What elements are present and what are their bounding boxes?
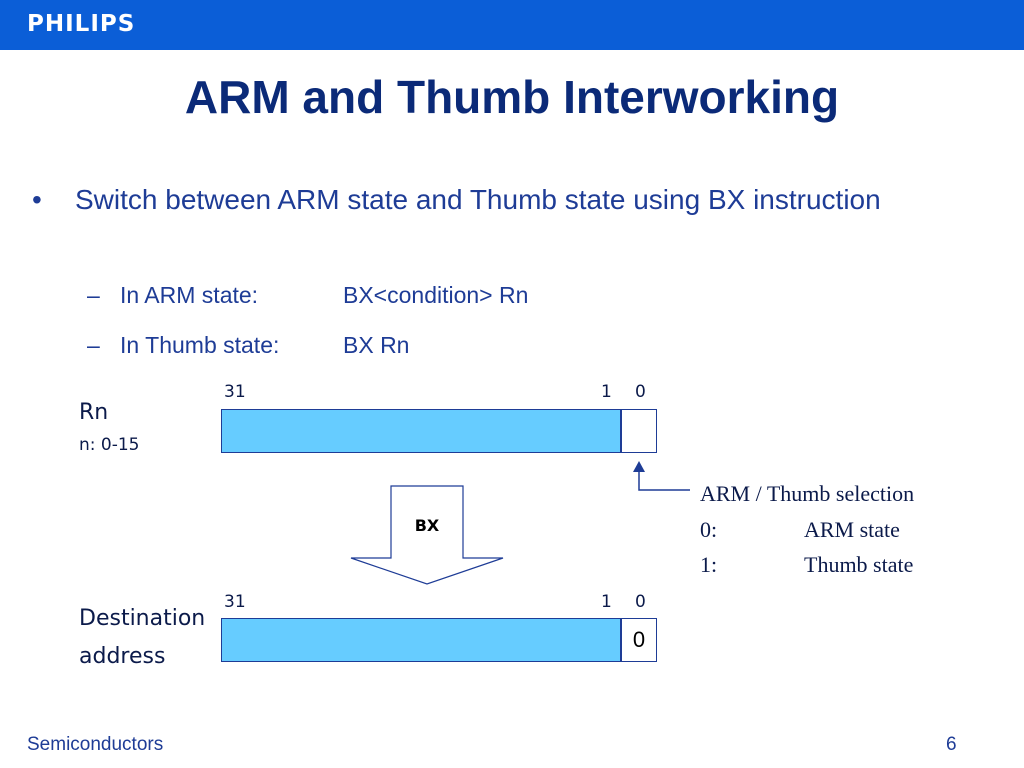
subitem-value: BX<condition> Rn xyxy=(343,282,529,308)
dest-label-line2: address xyxy=(79,644,166,669)
dest-register-bits xyxy=(221,618,621,662)
subitem-label: In ARM state: xyxy=(120,282,259,308)
rn-bit-1-label: 1 xyxy=(601,382,612,402)
rn-bit-0-cell xyxy=(621,409,657,453)
bx-label: BX xyxy=(414,516,440,535)
rn-label: Rn xyxy=(79,400,109,425)
selection-key-0: 0: xyxy=(700,517,718,542)
rn-bit-31-label: 31 xyxy=(224,382,246,402)
page-number: 6 xyxy=(946,734,957,755)
subitem-label: In Thumb state: xyxy=(120,332,280,358)
footer-division: Semiconductors xyxy=(27,734,164,755)
selection-value-0: ARM state xyxy=(804,517,900,542)
dest-label-line1: Destination xyxy=(79,606,206,631)
dest-bit-31-label: 31 xyxy=(224,592,246,612)
philips-logo: PHILIPS xyxy=(27,11,136,37)
bx-arrow-shape xyxy=(350,485,504,585)
dest-bit-1-label: 1 xyxy=(601,592,612,612)
selection-arrow-icon xyxy=(633,461,645,472)
rn-range-label: n: 0-15 xyxy=(79,435,140,455)
header-bar: PHILIPS xyxy=(0,0,1024,50)
selection-pointer-line xyxy=(638,470,690,491)
subitem-value: BX Rn xyxy=(343,332,410,358)
selection-value-1: Thumb state xyxy=(804,552,914,577)
dest-bit-0-label: 0 xyxy=(635,592,646,612)
bullet-marker: • xyxy=(32,184,42,215)
subitem-marker: – xyxy=(87,282,100,308)
selection-key-1: 1: xyxy=(700,552,718,577)
rn-register-bits xyxy=(221,409,621,453)
subitem-marker: – xyxy=(87,332,100,358)
dest-bit-0-cell: 0 xyxy=(621,618,657,662)
selection-heading: ARM / Thumb selection xyxy=(700,481,915,506)
bullet-text: Switch between ARM state and Thumb state… xyxy=(75,184,881,215)
rn-bit-0-label: 0 xyxy=(635,382,646,402)
slide-title: ARM and Thumb Interworking xyxy=(184,71,840,123)
